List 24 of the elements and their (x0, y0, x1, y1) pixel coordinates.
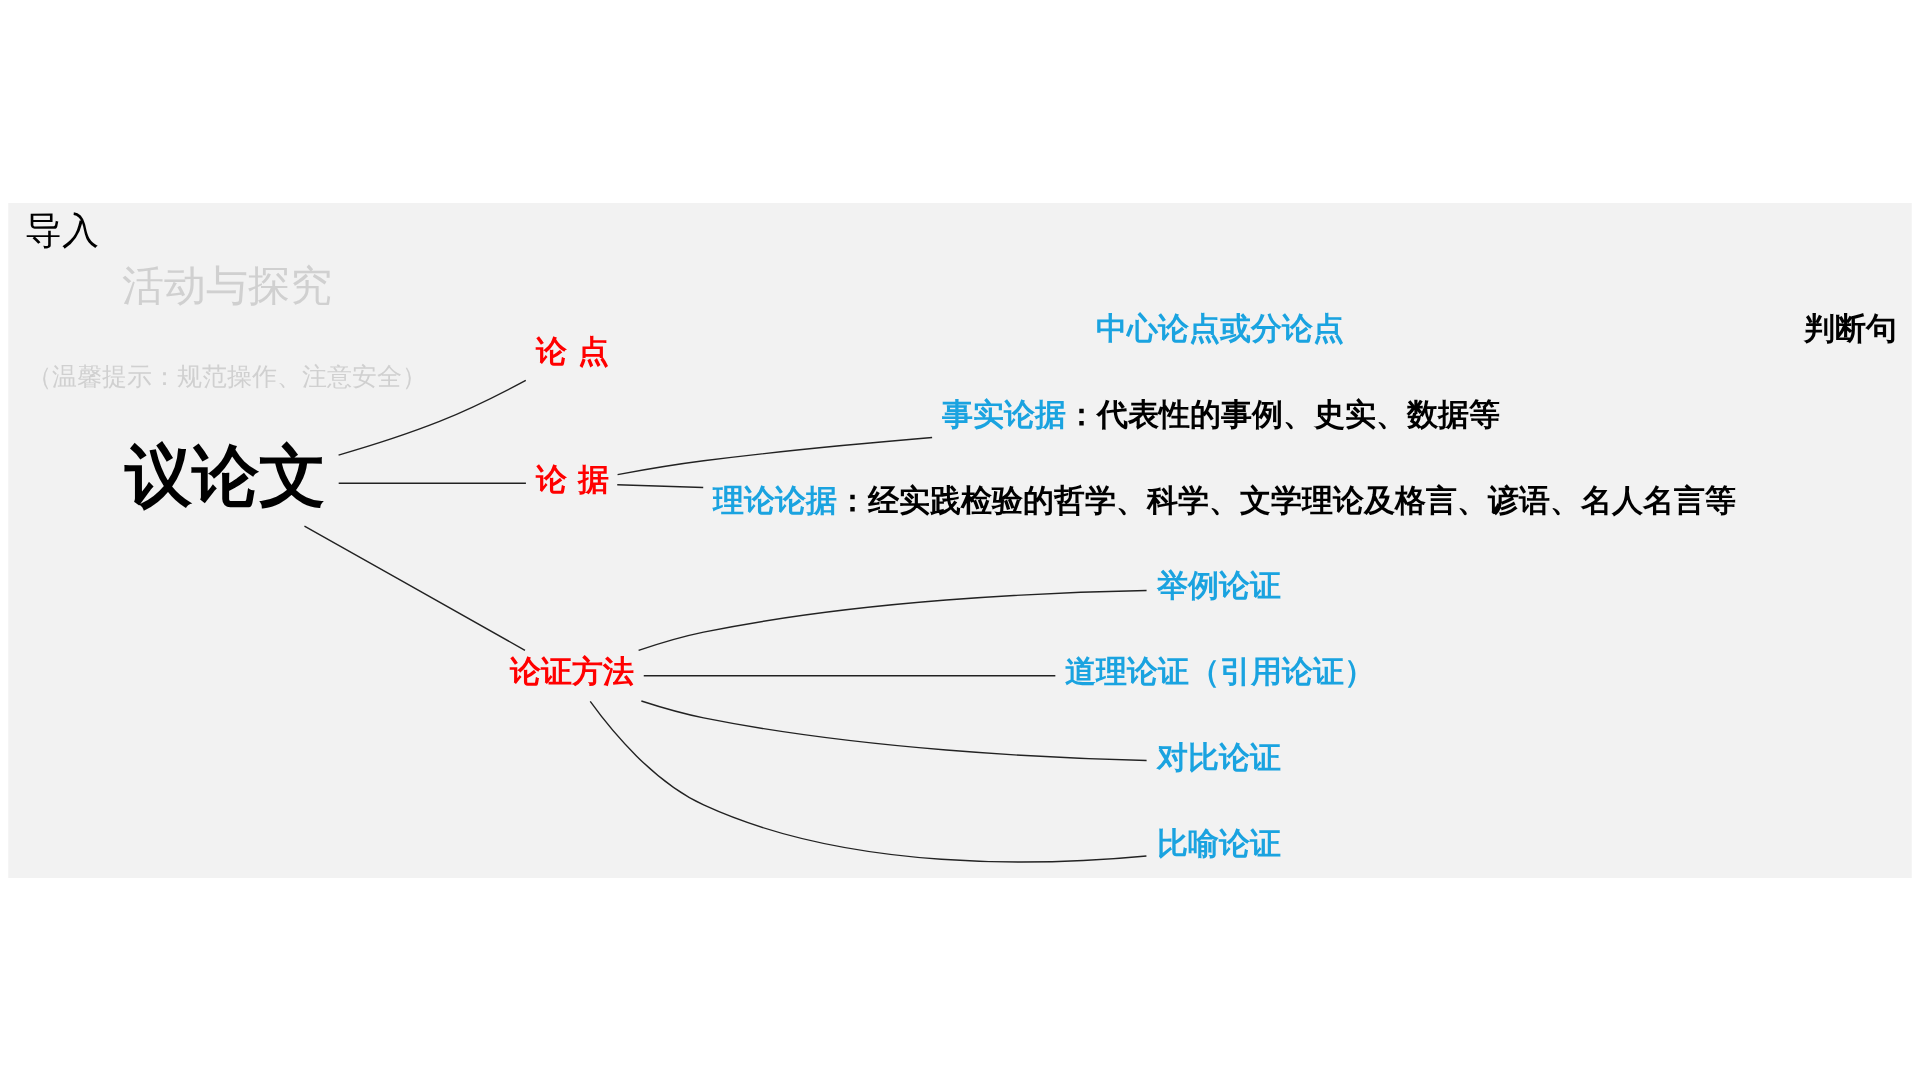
node-text: 对比论证 (1156, 738, 1281, 775)
node-label: ：代表性的事例、史实、数据等 (1066, 395, 1501, 432)
connector (643, 674, 1057, 676)
node-text: 中心论点或分论点 (1095, 309, 1344, 346)
node-text: 事实论据 (942, 395, 1067, 432)
connector (640, 699, 1148, 761)
node-label: ：经实践检验的哲学、科学、文学理论及格言、谚语、名人名言等 (837, 481, 1737, 518)
node-text: 判断句 (1803, 309, 1897, 346)
node-text: 议论文 (124, 435, 326, 515)
connector (637, 589, 1148, 651)
node-text: 道理论证（引用论证） (1065, 652, 1376, 689)
node-text: 举例论证 (1156, 566, 1281, 603)
node-text: 比喻论证 (1156, 824, 1281, 861)
connector (616, 436, 933, 475)
connector (303, 525, 526, 651)
connector (589, 700, 1148, 863)
connector (337, 379, 527, 456)
node-text: 论 点 (535, 332, 609, 369)
diagram-title: 导入 (25, 208, 100, 252)
connector (616, 483, 704, 488)
connector (338, 482, 527, 484)
node-text: 论 据 (535, 460, 609, 497)
node-text: 论证方法 (509, 652, 634, 689)
node-text: 理论论据 (713, 481, 838, 518)
